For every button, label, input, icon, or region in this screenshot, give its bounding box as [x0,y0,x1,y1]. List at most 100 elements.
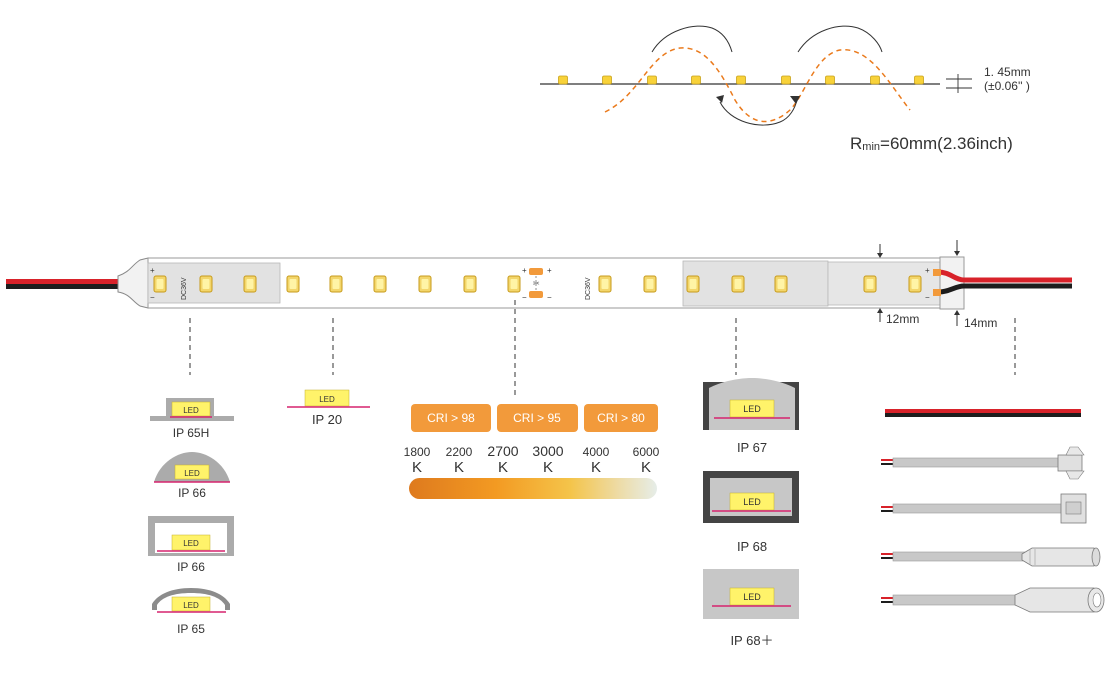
ip62-led-text: LED [184,469,200,478]
left-plus-sign: + [150,266,155,275]
cri-badge-98 [411,404,491,432]
led-strip: ✂ + − + − + − + − DC36V DC36V [6,240,1072,330]
ip20-label: IP 20 [312,412,342,427]
ip68-section: LED IP 68 [703,471,799,554]
right-pad-minus [933,289,941,296]
ip20-led-text: LED [319,395,335,404]
ip67-led-text: LED [743,404,761,414]
cct-3000: 3000 [532,443,563,459]
ip67-section: LED IP 67 [703,378,799,455]
ip65-section: LED IP 65 [152,588,230,636]
ip66-label: IP 66 [177,560,205,574]
left-black-wire [6,284,118,289]
ip20-led-block [304,389,350,407]
strip-coated-right-1 [682,260,829,307]
voltage-label-left: DC36V [181,277,188,300]
cri-badge-95 [497,404,578,432]
ip62-led-block [174,464,210,480]
bend-arc-top-left [651,25,733,53]
voltage-label-right: DC36V [585,277,592,300]
right-minus-sign: − [925,293,930,302]
connector-bare-wire [885,409,1081,417]
scissors-icon: ✂ [533,279,540,288]
bend-arc-top-right [797,25,883,53]
mid-minus-left: − [522,293,527,302]
cct-1800: 1800 [404,445,431,459]
thickness-indicator [946,74,972,93]
ip68-led-text: LED [743,497,761,507]
connector-dc-male-plug [881,547,1101,567]
bend-arrow-left [716,95,724,103]
bend-arrow-right [790,96,800,104]
ip65h-led-block [171,401,211,417]
ip68-led-block [729,492,775,511]
strip-coated-left [147,262,281,304]
width-14mm-label: 14mm [964,316,997,330]
ip68-label: IP 68 [737,539,767,554]
ip65-led-block [171,596,211,612]
ip65-label: IP 65 [177,622,205,636]
cct-2700: 2700 [487,443,518,459]
ip65h-led-text: LED [183,406,199,415]
ip67-label: IP 67 [737,440,767,455]
ip68-plus-section: LED IP 68＋ [703,569,799,648]
right-pad-plus [933,269,941,276]
ip68-plus-led-text: LED [743,592,761,602]
cut-pad-bottom [529,291,543,298]
ip65-led-text: LED [183,601,199,610]
connector-dc-female-jack [881,587,1105,613]
width-12mm-indicator [877,244,883,322]
right-black-wire [937,283,1072,295]
ip66-led-block [171,534,211,551]
cct-1800-unit: K [412,459,422,476]
leader-lines [189,300,1016,395]
right-red-wire [937,269,1072,283]
thickness-label: 1. 45mm [984,65,1031,79]
cct-4000-unit: K [591,459,601,476]
cct-3000-unit: K [543,459,553,476]
cri-badges: CRI > 98 CRI > 95 CRI > 80 [411,404,658,432]
left-end-cap [117,257,149,309]
thickness-tolerance: (±0.06'' ) [984,79,1030,93]
mid-minus-right: − [547,293,552,302]
bend-wave-dashed [604,47,911,123]
mid-plus-right: + [547,266,552,275]
bend-led-chips [558,75,924,85]
cct-gradient-bar [409,478,657,499]
ip62-label: IP 66 [178,486,206,500]
cct-6000: 6000 [633,445,660,459]
connector-male-jst [881,493,1087,524]
cct-2700-unit: K [498,459,508,476]
cct-4000: 4000 [583,445,610,459]
cut-pad-top [529,268,543,275]
ip68-plus-label: IP 68＋ [730,633,773,648]
ip66-led-text: LED [183,539,199,548]
left-minus-sign: − [150,293,155,302]
ip65-profile [152,588,230,610]
cct-2200: 2200 [446,445,473,459]
cct-scale: 1800 K 2200 K 2700 K 3000 K 4000 K 6000 … [404,443,660,499]
bend-diagram: 1. 45mm (±0.06'' ) Rmin=60mm(2.36inch) [540,25,1031,153]
cri-badge-80-text: CRI > 80 [597,411,645,425]
ip65h-section: LED IP 65H [150,398,234,440]
ip20-section: LED IP 20 [287,389,370,427]
bend-arc-bottom [719,99,798,126]
cri-badge-95-text: CRI > 95 [513,411,561,425]
bend-radius-label: Rmin=60mm(2.36inch) [850,134,1013,153]
right-plus-sign: + [925,266,930,275]
width-12mm-label: 12mm [886,312,919,326]
cct-6000-unit: K [641,459,651,476]
cct-2200-unit: K [454,459,464,476]
ip62-section: LED IP 66 [154,452,230,500]
width-14mm-indicator [954,240,960,326]
left-red-wire [6,279,118,284]
strip-coated-right-2 [827,261,944,306]
right-end-cap [939,256,965,310]
connector-female-jst [881,446,1085,480]
ip65h-label: IP 65H [173,426,209,440]
cri-badge-80 [584,404,658,432]
cri-badge-98-text: CRI > 98 [427,411,475,425]
ip67-led-block [729,399,775,418]
ip66-section: LED IP 66 [148,516,234,574]
